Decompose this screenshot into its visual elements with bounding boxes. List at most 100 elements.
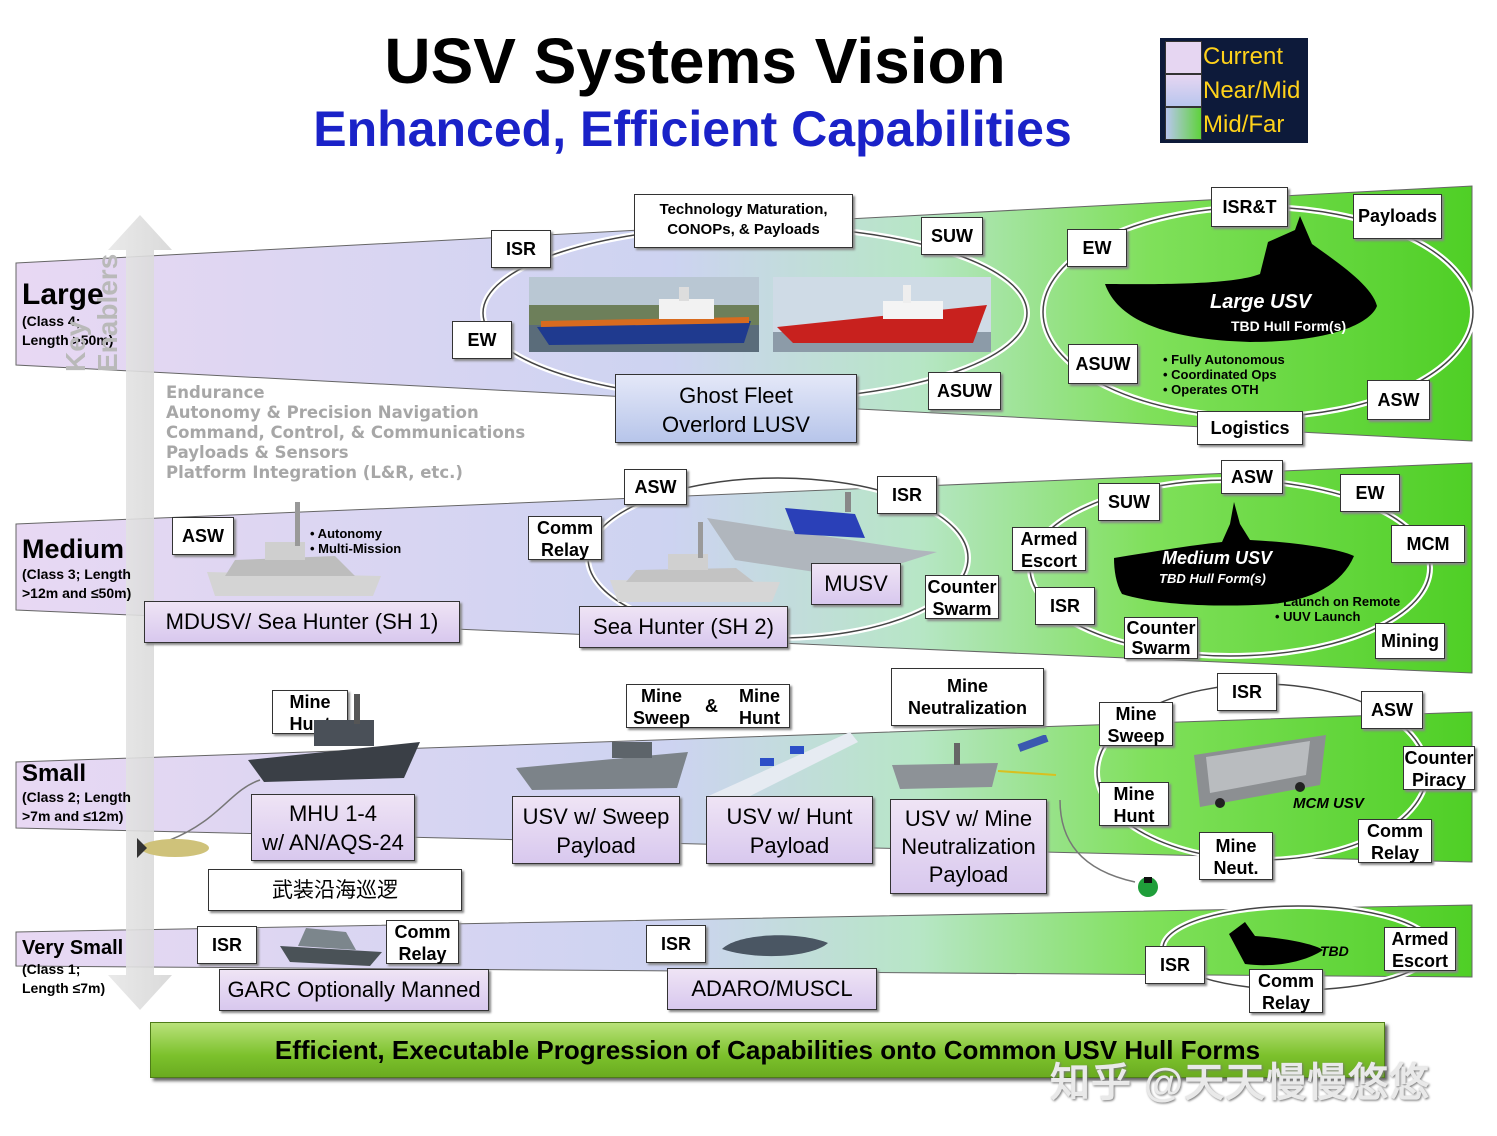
platform-adaro: ADARO/MUSCL [667,968,877,1010]
vs-future-name: TBD [1320,943,1349,959]
large-usv-hull: TBD Hull Form(s) [1231,318,1347,334]
legend-label-near-mid: Near/Mid [1203,77,1301,104]
tag-small-far-isr: ISR [1217,673,1277,711]
platform-mhu: MHU 1-4 w/ AN/AQS-24 [251,794,415,861]
tag-large-isrt: ISR&T [1211,187,1288,227]
platform-hunt-payload: USV w/ Hunt Payload [706,796,873,864]
tag-small-far-asw: ASW [1361,691,1423,729]
tag-medium-far-asw: ASW [1221,460,1283,494]
platform-sweep-payload: USV w/ Sweep Payload [512,796,680,864]
class-small-name: Small [22,760,87,787]
enabler-item: Endurance [166,383,265,402]
tag-small-mine-hunt2: Mine Hunt [739,686,781,728]
tag-large-logistics: Logistics [1197,411,1303,445]
medium-usv-hull: TBD Hull Form(s) [1159,571,1266,586]
class-medium: Medium (Class 3; Length >12m and ≤50m) [22,534,131,603]
tag-small-far-counter-piracy: Counter Piracy [1403,746,1475,790]
class-large: Large (Class 4; Length >50m) [22,278,113,350]
enabler-item: Autonomy & Precision Navigation [166,403,479,422]
tag-large-far-asw: ASW [1367,380,1430,420]
watermark: 知乎 @天天慢慢悠悠 [1050,1061,1431,1105]
tech-maturation-box: Technology Maturation, CONOPs, & Payload… [634,194,853,248]
tag-vs-far-armed-escort: Armed Escort [1384,927,1456,971]
class-medium-sub: (Class 3; Length >12m and ≤50m) [22,566,132,601]
enabler-item: Payloads & Sensors [166,443,349,462]
tag-large-suw: SUW [921,217,983,255]
class-very-small: Very Small (Class 1; Length ≤7m) [22,937,123,998]
platform-garc: GARC Optionally Manned [219,969,489,1011]
tag-large-isr: ISR [491,230,551,268]
large-usv-silhouette [1105,216,1377,342]
enabler-item: Platform Integration (L&R, etc.) [166,463,463,482]
chinese-label: 武装沿海巡逻 [208,869,462,911]
tag-small-far-mine-sweep: Mine Sweep [1099,702,1173,746]
medium-usv-name: Medium USV [1162,548,1273,568]
tag-medium-far-counter-swarm: Counter Swarm [1124,617,1198,659]
large-usv-bullets: • Fully Autonomous • Coordinated Ops • O… [1163,352,1285,397]
legend-label-current: Current [1203,43,1284,70]
tag-medium-far-isr: ISR [1035,587,1095,625]
key-enablers-arrow [108,215,172,1010]
vs-future-silhouette [1229,922,1323,966]
key-enablers-label: Key Enablers [60,253,123,372]
legend-label-mid-far: Mid/Far [1203,111,1285,138]
medium-usv-silhouette [1114,502,1354,606]
ship-sweep-usv [516,742,688,790]
legend-swatch-mid-far [1165,107,1202,140]
page-subtitle: Enhanced, Efficient Capabilities [313,101,1072,157]
ampersand: & [705,696,718,716]
platform-ghost-fleet: Ghost Fleet Overlord LUSV [615,374,857,443]
class-small: Small (Class 2; Length >7m and ≤12m) [22,760,131,826]
platform-musv: MUSV [811,563,901,605]
enabler-item: Command, Control, & Communications [166,423,526,442]
class-medium-name: Medium [22,534,125,564]
tag-medium-far-suw: SUW [1098,483,1160,521]
large-usv-name: Large USV [1210,291,1312,313]
tag-large-far-asuw: ASUW [1068,344,1138,384]
class-small-sub: (Class 2; Length >7m and ≤12m) [22,789,131,824]
medium-usv-bullets: • Launch on Remote • UUV Launch [1275,594,1401,624]
towfish-icon [137,838,209,858]
ship-adaro [722,935,828,957]
medium-bullets: • Autonomy • Multi-Mission [310,526,402,556]
sensor-drone-icon [1138,877,1158,897]
tag-small-far-comm-relay: Comm Relay [1358,819,1432,863]
ship-garc [280,928,382,966]
class-very-small-name: Very Small [22,937,124,959]
tag-small-far-mine-neut: Mine Neut. [1199,832,1273,880]
tag-vs-comm-relay: Comm Relay [386,920,459,964]
tag-small-sweep-hunt: Mine Sweep & Mine Hunt [626,684,790,728]
ship-mhu [248,694,420,782]
tag-small-mine-hunt: Mine Hunt [272,690,348,734]
class-large-sub: (Class 4; Length >50m) [22,313,114,348]
tag-medium-armed-escort: Armed Escort [1012,527,1086,571]
platform-mdusv: MDUSV/ Sea Hunter (SH 1) [144,601,460,643]
tag-small-mine-neutralization: Mine Neutralization [891,668,1044,726]
tag-vs-isr: ISR [197,926,257,964]
ship-sea-hunter-2 [610,522,780,602]
tag-medium-far-mcm: MCM [1391,525,1465,563]
tag-small-mine-sweep: Mine Sweep [633,686,691,728]
tag-small-far-mine-hunt: Mine Hunt [1099,782,1169,826]
tag-medium-counter-swarm: Counter Swarm [925,575,999,619]
ship-sea-hunter-1 [207,502,381,596]
tag-medium-isr: ISR [877,476,937,514]
platform-sea-hunter-2: Sea Hunter (SH 2) [579,606,788,648]
tag-vs-far-isr: ISR [1145,946,1205,984]
tag-large-far-ew: EW [1067,229,1127,267]
class-large-name: Large [22,278,104,311]
class-very-small-sub: (Class 1; Length ≤7m) [22,961,106,996]
tag-vs-isr2: ISR [646,925,706,963]
tag-large-payloads: Payloads [1353,194,1442,239]
tag-medium-asw: ASW [172,517,234,555]
tag-large-ew: EW [452,321,512,359]
ship-neutralization-usv [892,735,1057,789]
mcm-usv-name: MCM USV [1293,795,1364,812]
tag-medium-far-ew: EW [1340,474,1400,512]
tag-large-asuw: ASUW [928,372,1001,410]
ship-photo-ghost-fleet-1 [529,277,759,352]
bottom-banner: Efficient, Executable Progression of Cap… [150,1022,1385,1078]
legend-swatch-current [1165,41,1202,74]
ship-hunt-usv [704,732,858,806]
tag-medium-asw2: ASW [624,469,687,505]
